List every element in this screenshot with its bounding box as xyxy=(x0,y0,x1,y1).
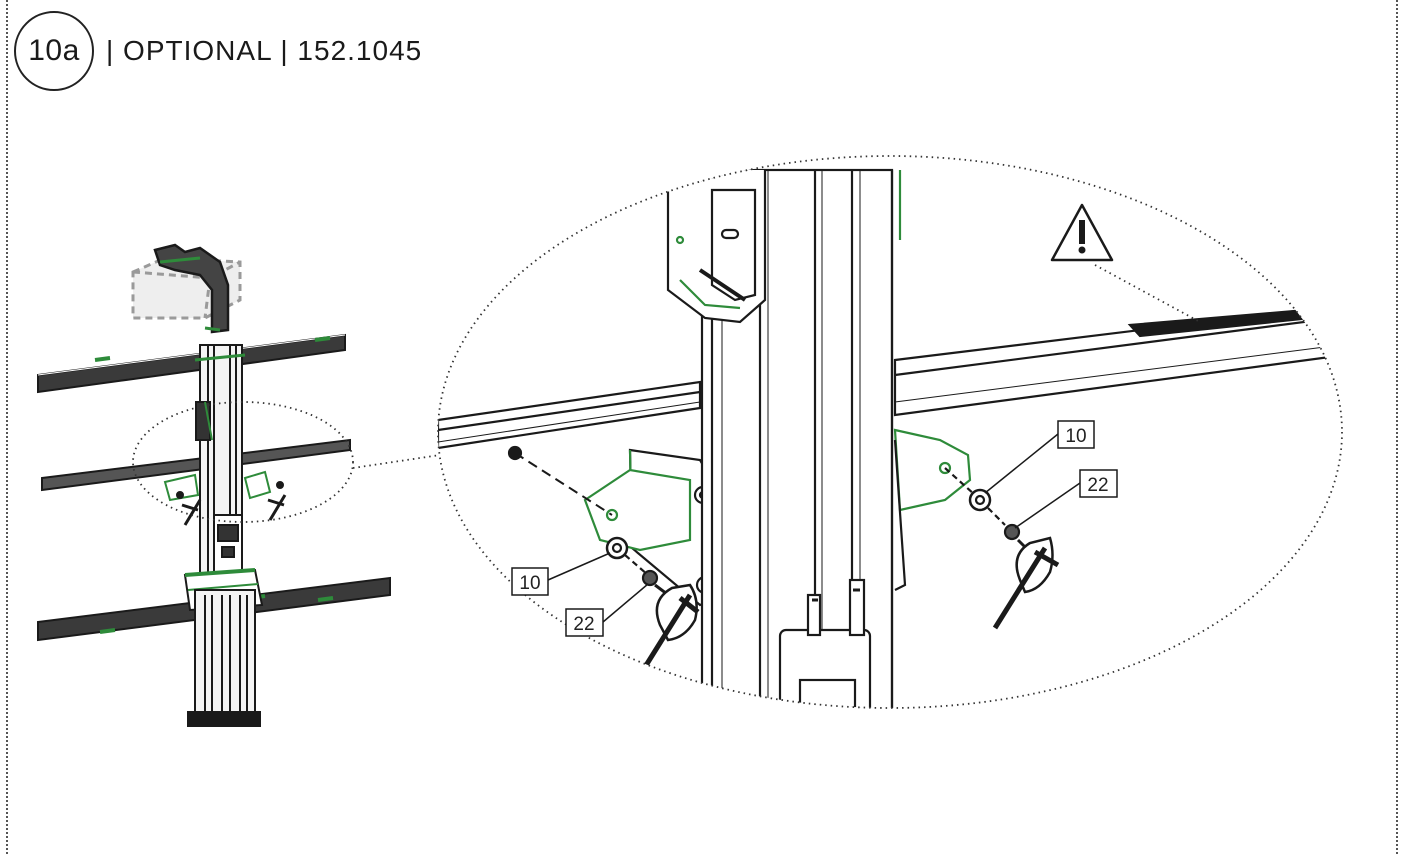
warning-pointer xyxy=(1094,264,1201,323)
step-header: 10a | OPTIONAL | 152.1045 xyxy=(14,11,423,91)
detail-view xyxy=(438,168,1342,708)
page-border-right xyxy=(1396,0,1398,854)
step-number: 10a xyxy=(28,34,80,67)
page-border-left xyxy=(6,0,8,854)
step-title: | OPTIONAL | 152.1045 xyxy=(106,35,423,66)
zoom-region-small xyxy=(132,401,354,523)
callout-left-screw-label: 22 xyxy=(573,614,594,635)
callout-right-washer-label: 10 xyxy=(1065,426,1086,447)
overview-side-brackets xyxy=(163,470,287,526)
callout-left-washer: 10 xyxy=(511,567,549,596)
warning-triangle-icon xyxy=(1050,203,1114,262)
callout-left-screw: 22 xyxy=(565,608,604,637)
step-number-badge: 10a xyxy=(14,11,94,91)
callout-left-washer-label: 10 xyxy=(519,573,540,594)
zoom-connector xyxy=(352,454,441,469)
callout-leaders xyxy=(547,433,1081,623)
callout-right-screw-label: 22 xyxy=(1087,475,1108,496)
central-column xyxy=(183,344,264,727)
callout-right-screw: 22 xyxy=(1079,469,1118,498)
zoom-region-detail xyxy=(437,155,1343,709)
callout-right-washer: 10 xyxy=(1057,420,1095,449)
top-rail xyxy=(37,333,346,394)
top-bracket xyxy=(153,243,230,334)
middle-rail xyxy=(41,438,351,492)
overview-assembly xyxy=(37,243,441,727)
